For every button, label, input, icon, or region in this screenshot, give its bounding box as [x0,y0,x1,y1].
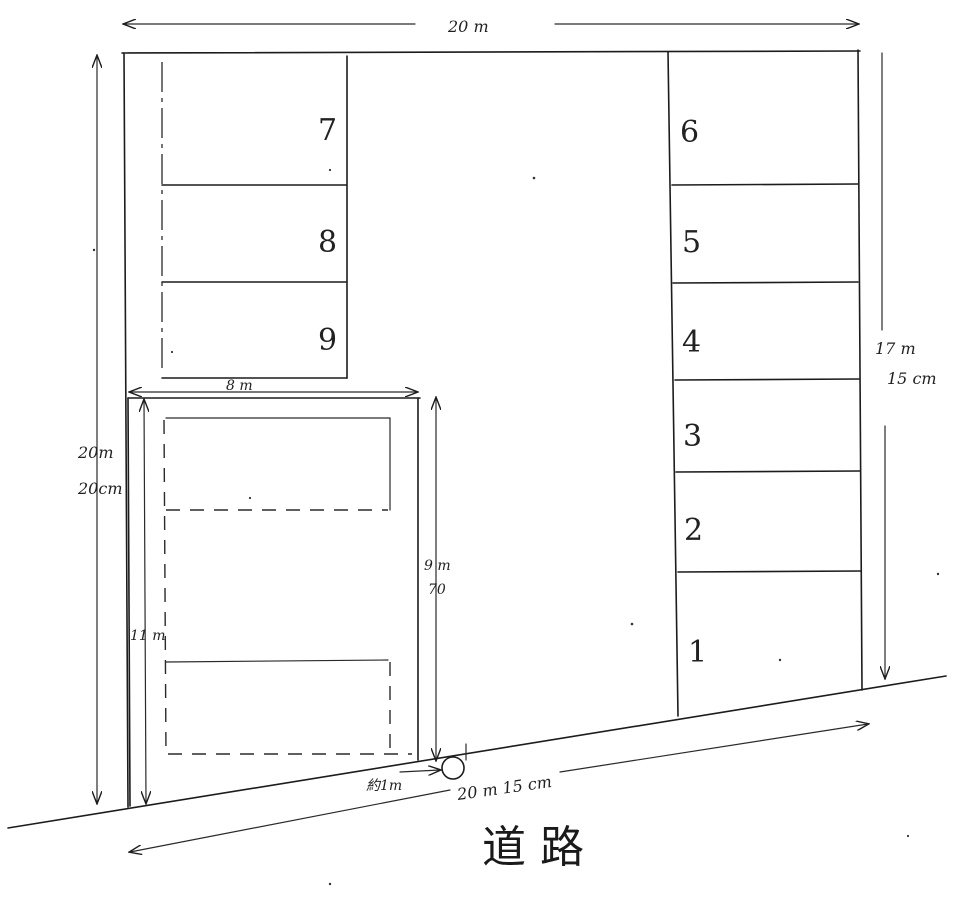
lot-number-7: 7 [318,113,337,148]
entrance-marker-icon [441,756,465,780]
dim-bottom-label: 20 m 15 cm [455,772,553,804]
lot-number-5: 5 [682,225,701,260]
lot-number-6: 6 [680,115,699,150]
dim-left-label-a: 20m [77,443,114,462]
dim-bottom-arrow-right [559,724,868,773]
lot-number-2: 2 [684,513,703,548]
dim-inner-right-label-a: 9 m [424,558,451,574]
dim-inner-left-arrow [144,400,146,803]
road-label: 道 路 [482,822,584,873]
dim-inner-right-label-b: 70 [428,582,446,598]
dim-bottom-arrow-left [130,789,451,852]
right-lot-block [667,49,863,717]
left-lower-parcel [127,392,421,807]
dim-left-label-b: 20cm [77,479,123,498]
entrance-marker-label: 約1m [366,778,402,794]
lot-top-edge [121,50,861,54]
scan-specks [92,168,940,886]
lot-number-8: 8 [318,225,337,260]
lot-number-3: 3 [683,419,702,454]
dim-inner-left-label: 11 m [130,628,166,644]
lot-number-9: 9 [318,323,337,358]
dim-right-label-b: 15 cm [887,369,937,388]
dim-inner-top-label: 8 m [226,378,253,394]
left-lot-block [161,55,348,379]
lot-number-1: 1 [688,635,707,670]
dim-top-label: 20 m [447,17,489,36]
dim-right-label-a: 17 m [875,339,916,358]
road-edge [7,675,947,829]
lot-left-edge [123,52,129,808]
lot-number-4: 4 [682,325,701,360]
entrance-marker-arrow [399,770,440,772]
